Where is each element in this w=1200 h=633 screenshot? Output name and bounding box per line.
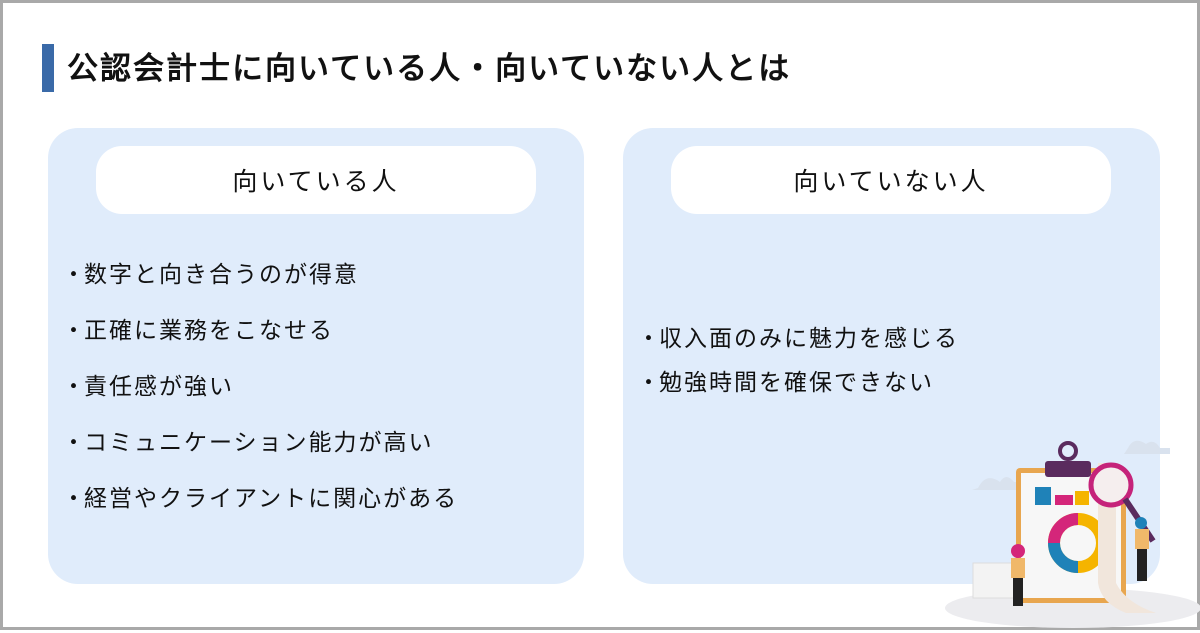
bullet: ・ [637, 326, 662, 352]
suited-list: ・数字と向き合うのが得意 ・正確に業務をこなせる ・責任感が強い ・コミュニケー… [62, 258, 458, 538]
item-text: 責任感が強い [84, 374, 234, 400]
bullet: ・ [62, 486, 87, 512]
item-text: 数字と向き合うのが得意 [84, 262, 359, 288]
suited-heading: 向いている人 [96, 146, 536, 214]
list-item: ・勉強時間を確保できない [637, 366, 959, 410]
unsuited-list: ・収入面のみに魅力を感じる ・勉強時間を確保できない [637, 322, 959, 410]
title-accent-bar [42, 44, 54, 92]
list-item: ・収入面のみに魅力を感じる [637, 322, 959, 366]
bullet: ・ [62, 374, 87, 400]
unsuited-panel: 向いていない人 ・収入面のみに魅力を感じる ・勉強時間を確保できない [623, 128, 1160, 584]
page-title: 公認会計士に向いている人・向いていない人とは [67, 51, 792, 87]
list-item: ・正確に業務をこなせる [62, 314, 458, 370]
unsuited-heading: 向いていない人 [671, 146, 1111, 214]
bullet: ・ [62, 262, 87, 288]
list-item: ・責任感が強い [62, 370, 458, 426]
bullet: ・ [62, 318, 87, 344]
bullet: ・ [62, 430, 87, 456]
clipboard-analysis-illustration [945, 440, 1200, 628]
suited-panel: 向いている人 ・数字と向き合うのが得意 ・正確に業務をこなせる ・責任感が強い … [48, 128, 584, 584]
item-text: 勉強時間を確保できない [659, 370, 934, 396]
item-text: コミュニケーション能力が高い [84, 430, 434, 456]
bullet: ・ [637, 370, 662, 396]
list-item: ・数字と向き合うのが得意 [62, 258, 458, 314]
item-text: 収入面のみに魅力を感じる [659, 326, 959, 352]
item-text: 正確に業務をこなせる [84, 318, 334, 344]
item-text: 経営やクライアントに関心がある [84, 486, 459, 512]
list-item: ・コミュニケーション能力が高い [62, 426, 458, 482]
list-item: ・経営やクライアントに関心がある [62, 482, 458, 538]
